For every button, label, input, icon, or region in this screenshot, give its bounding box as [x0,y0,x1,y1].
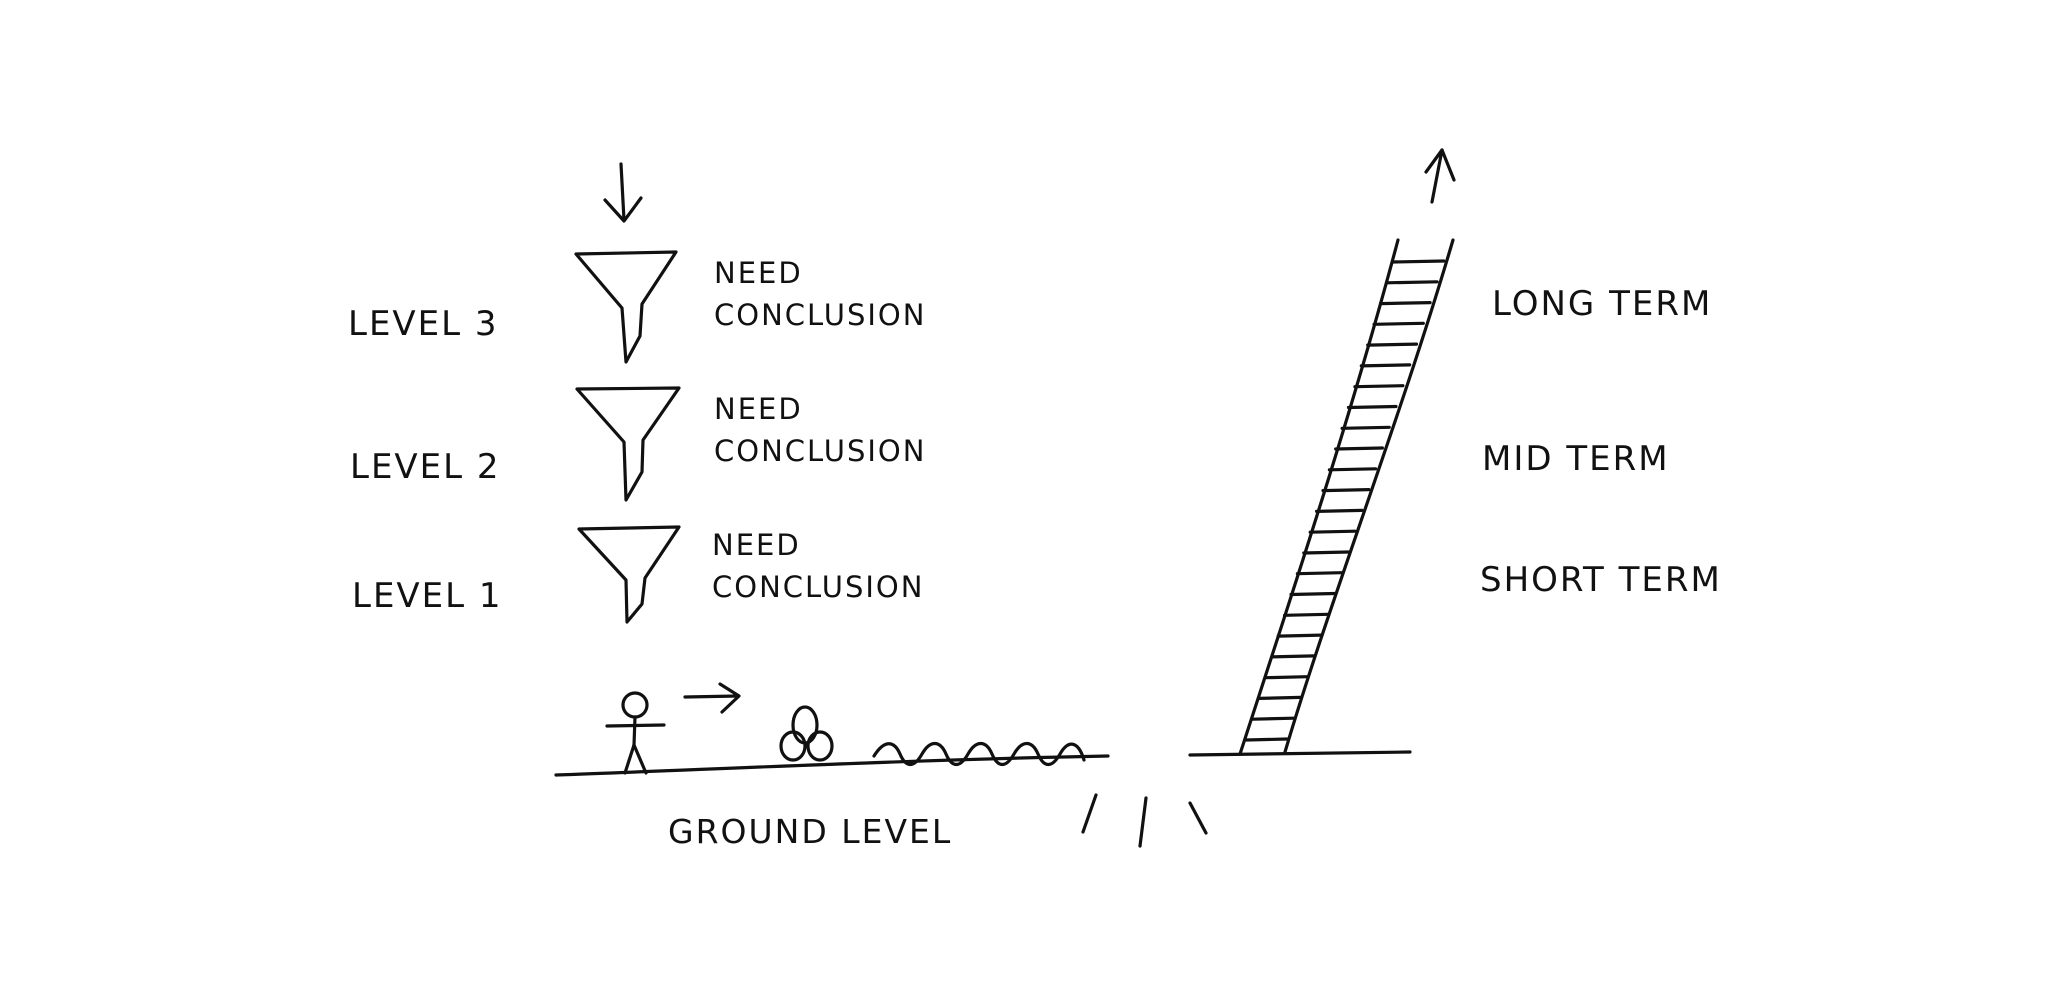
ladder-icon [1238,238,1455,756]
level-2-label: LEVEL 2 [350,447,501,487]
funnel-icon [577,525,681,624]
ladder-rung [1270,654,1316,659]
level-3-need: NEED CONCLUSION [714,252,926,336]
ladder-rung [1340,425,1391,430]
ladder-rung [1251,716,1296,721]
ladder-rung [1327,467,1378,472]
ladder-rung [1263,675,1309,680]
ladder-rung [1366,342,1419,347]
ladder-rung [1289,591,1337,597]
ladder-rung [1315,508,1364,513]
gap-marks [1081,793,1208,848]
mid-term-label: MID TERM [1482,439,1670,479]
ladder-rung [1244,737,1289,742]
stones-icon [779,705,834,762]
conclusion-label: CONCLUSION [714,298,927,332]
wavy-line-icon [872,741,1086,767]
ladder-rung [1353,384,1405,389]
ladder-rung [1346,404,1398,410]
ladder-rung [1276,633,1323,638]
ladder-rung [1321,488,1371,493]
funnel-icon [575,386,681,502]
need-label: NEED [714,256,803,290]
ladder-rung [1378,301,1432,306]
ladder-rung [1302,550,1350,555]
ladder-rung [1385,280,1439,285]
funnel-icon [574,250,678,364]
ground-level-label: GROUND LEVEL [668,812,953,851]
ground-line [554,754,1110,777]
right-arrow-icon [683,682,741,714]
ladder-rung [1308,529,1357,534]
ladder-rung [1283,612,1330,617]
ladder-rung [1257,695,1303,700]
conclusion-label: CONCLUSION [714,434,927,468]
ladder-rung [1295,571,1344,576]
up-arrow-icon [1424,148,1456,204]
ladder-rung [1334,446,1384,451]
need-label: NEED [714,392,803,426]
stick-figure-icon [605,691,666,775]
ladder-rung [1372,321,1425,326]
down-arrow-icon [603,162,643,223]
level-2-need: NEED CONCLUSION [714,388,926,472]
level-3-label: LEVEL 3 [348,304,499,344]
level-1-need: NEED CONCLUSION [712,524,924,608]
need-label: NEED [712,528,801,562]
level-1-label: LEVEL 1 [352,576,503,616]
ladder-rung [1359,363,1412,368]
conclusion-label: CONCLUSION [712,570,925,604]
long-term-label: LONG TERM [1492,284,1713,324]
short-term-label: SHORT TERM [1480,560,1722,600]
ground-line-right [1188,750,1412,757]
ladder-rung [1391,259,1446,264]
